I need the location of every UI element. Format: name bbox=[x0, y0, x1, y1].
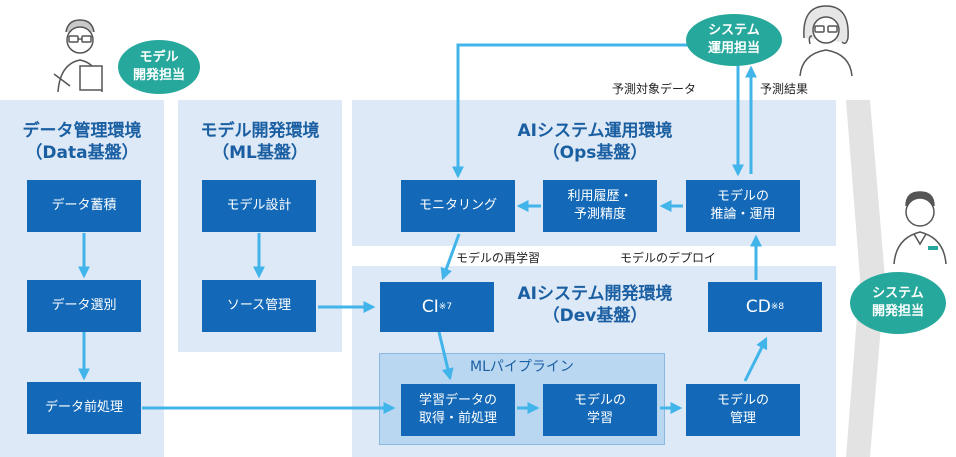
ml-pipeline-title: MLパイプライン bbox=[470, 359, 574, 375]
data-preprocess-box: データ前処理 bbox=[27, 382, 141, 434]
data-platform-title: データ管理環境 （Data基盤） bbox=[22, 121, 142, 163]
sys-dev-role-badge: システム 開発担当 bbox=[850, 272, 946, 334]
deploy-label: モデルのデプロイ bbox=[620, 251, 717, 265]
model-dev-role-badge: モデル 開発担当 bbox=[118, 40, 200, 94]
model-developer-person-icon bbox=[53, 19, 103, 93]
arrow-ops-to-monitoring bbox=[452, 43, 700, 179]
predict-data-label: 予測対象データ bbox=[612, 82, 697, 96]
predict-result-label: 予測結果 bbox=[760, 82, 809, 96]
system-developer-person-icon bbox=[893, 191, 947, 264]
cd-box: CD※8 bbox=[708, 282, 822, 332]
ci-footnote: ※7 bbox=[438, 302, 453, 312]
model-train-box: モデルの 学習 bbox=[543, 384, 657, 436]
model-inference-box: モデルの 推論・運用 bbox=[686, 180, 800, 232]
dev-platform-title: AIシステム開発環境 （Dev基盤） bbox=[517, 284, 673, 326]
retrain-label: モデルの再学習 bbox=[456, 251, 541, 265]
ml-platform-title: モデル開発環境 （ML基盤） bbox=[200, 121, 320, 163]
source-mgmt-box: ソース管理 bbox=[202, 280, 316, 332]
arrow-manage-to-cd bbox=[743, 336, 768, 382]
ci-label: CI bbox=[421, 297, 439, 317]
model-manage-box: モデルの 管理 bbox=[686, 384, 800, 436]
usage-history-box: 利用履歴・ 予測精度 bbox=[543, 180, 657, 232]
monitoring-box: モニタリング bbox=[401, 180, 515, 232]
ops-platform-title: AIシステム運用環境 （Ops基盤） bbox=[517, 121, 673, 163]
arrow-monitoring-to-ci bbox=[440, 233, 461, 281]
cd-footnote: ※8 bbox=[770, 302, 785, 312]
data-store-box: データ蓄積 bbox=[27, 180, 141, 232]
data-select-box: データ選別 bbox=[27, 280, 141, 332]
system-operator-person-icon bbox=[799, 5, 853, 76]
arrow-ci-to-acquire bbox=[437, 331, 454, 381]
model-design-box: モデル設計 bbox=[202, 180, 316, 232]
acquire-preprocess-box: 学習データの 取得・前処理 bbox=[401, 384, 515, 436]
sys-ops-role-badge: システム 運用担当 bbox=[686, 14, 782, 66]
side-chevron-shape bbox=[846, 100, 885, 457]
ci-box: CI※7 bbox=[380, 282, 494, 332]
cd-label: CD bbox=[745, 297, 771, 317]
